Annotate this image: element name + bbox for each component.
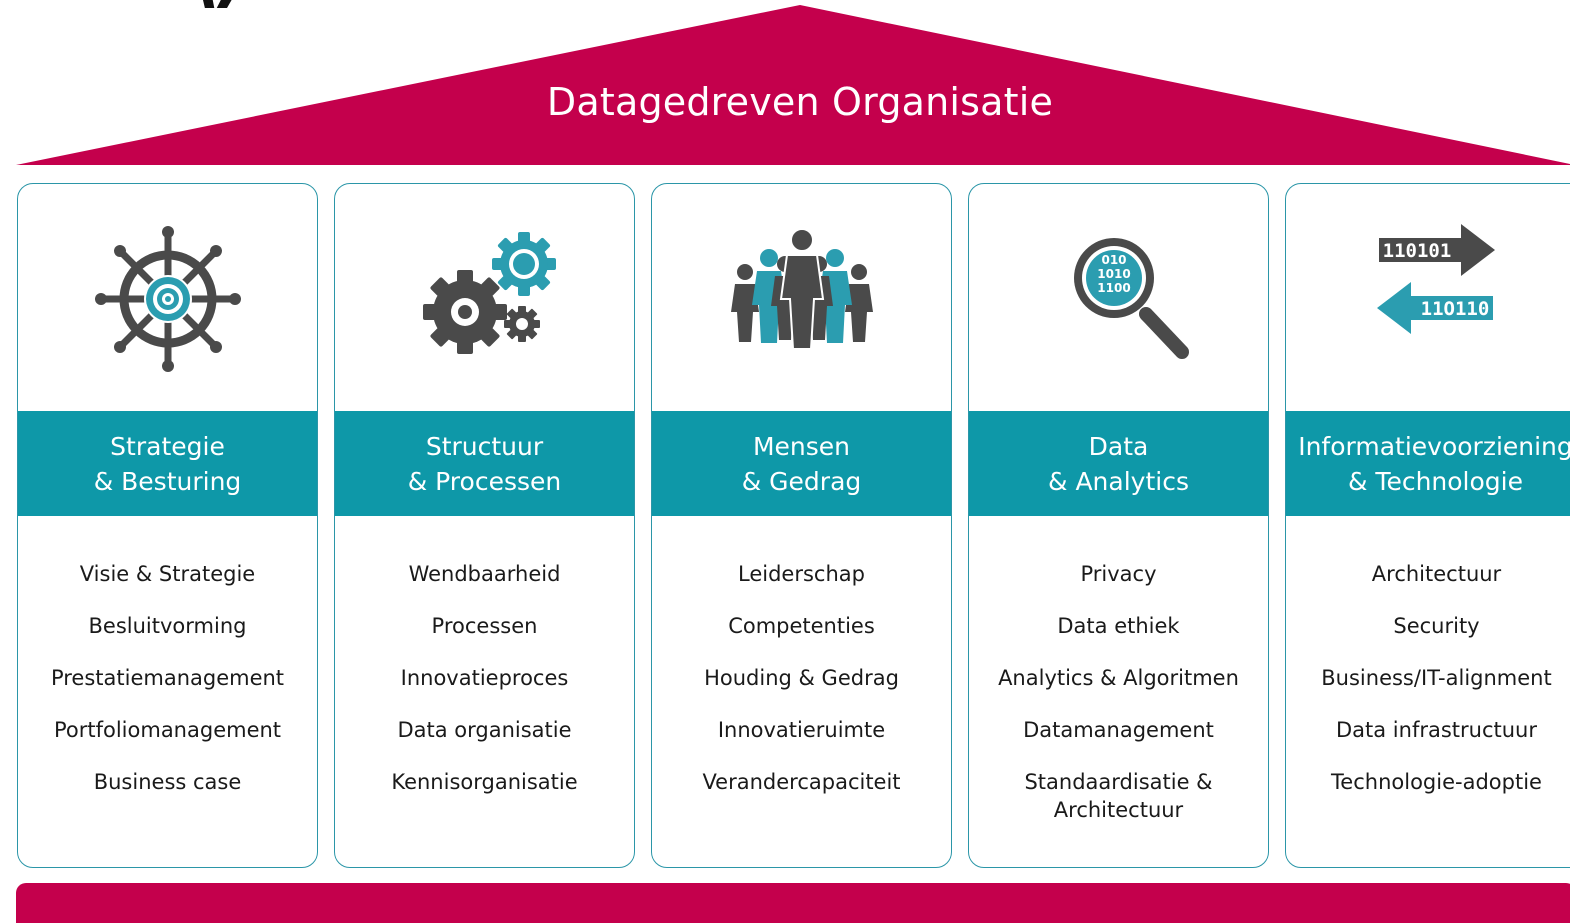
pillar-item: Verandercapaciteit (702, 770, 901, 794)
pillar-header: Strategie & Besturing (18, 411, 317, 516)
pillar-title-line1: Informatievoorziening (1298, 431, 1570, 461)
pillar-item: Innovatieruimte (717, 718, 886, 742)
pillar-header: Informatievoorziening & Technologie (1286, 411, 1570, 516)
pillar-title-line1: Data (1088, 431, 1149, 461)
pillar-item: Wendbaarheid (408, 562, 561, 586)
ship-wheel-icon (94, 226, 241, 372)
pillar-item: Competenties (728, 614, 875, 638)
people-group-icon (730, 228, 873, 350)
pillar-strategie: Strategie & Besturing Visie & Strategie … (17, 183, 318, 868)
magnifier-binary-icon: 010 1010 1100 (1073, 238, 1189, 359)
pillar-item: Leiderschap (738, 562, 865, 586)
pillar-item-list: Architectuur Security Business/IT-alignm… (1286, 560, 1570, 820)
pillar-informatievoorziening: 110101 11O110 Informatievoorziening & Te… (1285, 183, 1570, 868)
pillar-icon-area (335, 224, 634, 374)
pillar-item: Portfoliomanagement (53, 718, 282, 742)
pillar-title-line1: Mensen (752, 431, 851, 461)
page-title-fragment: y (196, 0, 276, 8)
pillar-mensen: Mensen & Gedrag Leiderschap Competenties… (651, 183, 952, 868)
pillar-item: Data ethiek (1057, 614, 1180, 638)
pillar-icon-area (652, 224, 951, 374)
pillar-item: Innovatieproces (400, 666, 569, 690)
pillar-item-list: Visie & Strategie Besluitvorming Prestat… (18, 560, 317, 820)
roof-label: Datagedreven Organisatie (546, 80, 1054, 124)
pillar-item: Security (1393, 614, 1480, 638)
pillar-item: Visie & Strategie (79, 562, 256, 586)
pillar-item-list: Privacy Data ethiek Analytics & Algoritm… (969, 560, 1268, 848)
pillar-item: Houding & Gedrag (704, 666, 899, 690)
pillar-item: Besluitvorming (88, 614, 247, 638)
pillar-item: Data organisatie (397, 718, 572, 742)
binary-text: 010 (1101, 253, 1126, 267)
pillar-item: Datamanagement (1023, 718, 1214, 742)
binary-text: 1010 (1097, 267, 1130, 281)
pillar-item: Business/IT-alignment (1321, 666, 1552, 690)
pillar-icon-area: 010 1010 1100 (969, 224, 1268, 374)
data-exchange-arrows-icon: 110101 11O110 (1376, 224, 1495, 334)
arrow-text: 110101 (1382, 240, 1451, 262)
pillar-item: Standaardisatie & Architectuur (1024, 770, 1213, 822)
gears-icon (422, 232, 556, 354)
pillar-item-list: Leiderschap Competenties Houding & Gedra… (652, 560, 951, 820)
pillar-title-line2: & Besturing (93, 466, 242, 496)
pillar-item-list: Wendbaarheid Processen Innovatieproces D… (335, 560, 634, 820)
roof-triangle (16, 5, 1570, 165)
arrow-text: 11O110 (1420, 298, 1489, 320)
pillar-header: Structuur & Processen (335, 411, 634, 516)
pillar-item: Data infrastructuur (1335, 718, 1537, 742)
roof-shape (16, 5, 1570, 165)
page-title-text: y (196, 0, 276, 8)
pillar-title-line1: Strategie (110, 431, 225, 461)
pillar-title-line2: & Processen (407, 466, 562, 496)
pillar-item: Analytics & Algoritmen (998, 666, 1239, 690)
pillar-title-line1: Structuur (425, 431, 544, 461)
binary-text: 1100 (1097, 281, 1130, 295)
pillar-icon-area (18, 224, 317, 374)
pillar-item: Architectuur (1371, 562, 1502, 586)
pillar-item: Privacy (1080, 562, 1157, 586)
foundation-bar (16, 883, 1570, 923)
pillar-title-line2: & Analytics (1048, 466, 1189, 496)
pillar-item: Technologie-adoptie (1331, 770, 1542, 794)
pillar-header: Mensen & Gedrag (652, 411, 951, 516)
pillar-item: Kennisorganisatie (391, 770, 578, 794)
pillar-title-line2: & Technologie (1347, 466, 1523, 496)
pillar-structuur: Structuur & Processen Wendbaarheid Proce… (334, 183, 635, 868)
pillar-data: 010 1010 1100 Data & Analytics Privacy D… (968, 183, 1269, 868)
pillar-item: Prestatiemanagement (50, 666, 285, 690)
pillar-title-line2: & Gedrag (741, 466, 862, 496)
pillar-header: Data & Analytics (969, 411, 1268, 516)
pillar-icon-area: 110101 11O110 (1286, 224, 1570, 374)
pillar-item: Business case (93, 770, 242, 794)
pillar-item: Processen (431, 614, 538, 638)
